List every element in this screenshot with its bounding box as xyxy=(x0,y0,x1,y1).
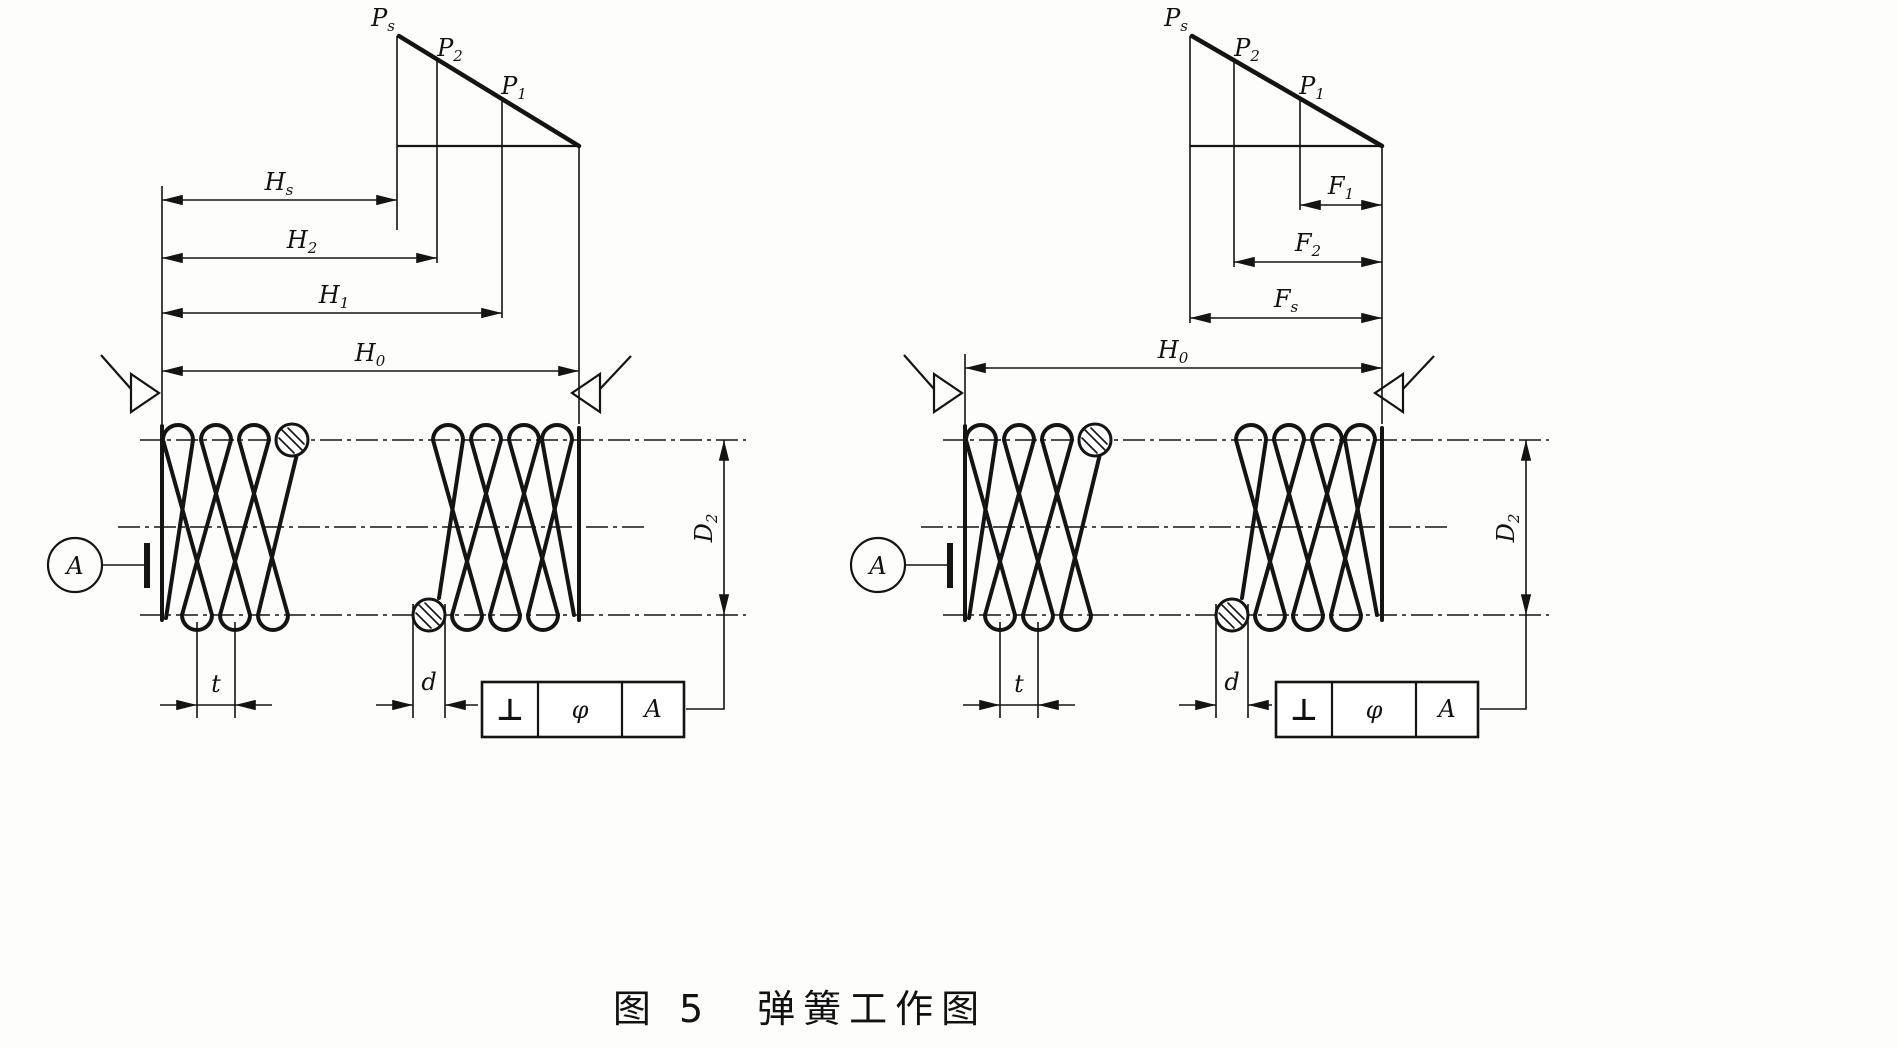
perpendicularity-icon: ⊥ xyxy=(1290,693,1317,728)
label-Ps: Ps xyxy=(1163,4,1188,35)
flag-tail-left xyxy=(100,354,132,390)
extension-lines-d xyxy=(412,604,446,718)
label-d: d xyxy=(421,668,436,696)
left-surface-flags xyxy=(100,354,632,415)
right-centerlines xyxy=(921,439,1549,616)
right-diameter-dimension: D2 xyxy=(1480,440,1532,710)
tolerance-box xyxy=(1274,680,1480,739)
label-F1: F1 xyxy=(1327,172,1354,203)
extension-lines-d xyxy=(1215,604,1249,718)
flag-tail-right xyxy=(599,355,632,390)
flag-triangle-icon xyxy=(129,371,161,415)
label-H0: H0 xyxy=(1157,336,1189,367)
datum-letter: A xyxy=(64,552,83,580)
flag-tail-right xyxy=(1402,355,1435,390)
label-P2: P2 xyxy=(436,34,463,65)
label-t: t xyxy=(1014,670,1024,698)
load-projection-lines xyxy=(396,36,580,424)
right-wire-dimension: d xyxy=(1179,604,1272,718)
left-diagram: Ps P2 P1 Hs H2 H1 H0 xyxy=(46,4,746,739)
right-deflection-dimensions: F1 F2 Fs xyxy=(1190,172,1382,324)
tolerance-leader xyxy=(686,615,725,710)
tolerance-zone: φ xyxy=(572,696,589,724)
label-Fs: Fs xyxy=(1273,285,1299,316)
label-Hs: Hs xyxy=(264,168,294,199)
left-load-diagram: Ps P2 P1 xyxy=(370,4,582,424)
datum-bar-icon xyxy=(144,543,150,588)
label-D2: D2 xyxy=(690,514,721,544)
load-line xyxy=(1189,33,1385,149)
tolerance-leader xyxy=(1480,615,1527,710)
label-t: t xyxy=(211,670,221,698)
datum-bar-icon xyxy=(947,543,953,588)
right-surface-flags xyxy=(903,354,1435,415)
left-datum-target: A xyxy=(46,536,150,594)
right-tolerance-frame: ⊥ φ A xyxy=(1274,680,1480,739)
left-tolerance-frame: ⊥ φ A xyxy=(480,680,686,739)
flag-triangle-icon xyxy=(932,371,964,415)
label-P1: P1 xyxy=(500,72,527,103)
load-line xyxy=(396,33,582,149)
left-centerlines xyxy=(118,439,746,616)
right-diagram: Ps P2 P1 F1 F2 Fs H0 xyxy=(849,4,1549,739)
label-H0: H0 xyxy=(354,339,386,370)
left-height-dimensions: Hs H2 H1 H0 xyxy=(161,168,579,424)
flag-triangle-icon xyxy=(570,371,602,415)
tolerance-box xyxy=(480,680,686,739)
tolerance-datum: A xyxy=(642,695,661,723)
figure-caption: 图 5 弹簧工作图 xyxy=(613,987,987,1031)
datum-letter: A xyxy=(867,552,886,580)
label-H2: H2 xyxy=(286,226,317,257)
left-diameter-dimension: D2 xyxy=(686,440,730,710)
label-Ps: Ps xyxy=(370,4,395,35)
flag-triangle-icon xyxy=(1373,371,1405,415)
tolerance-datum: A xyxy=(1436,695,1455,723)
label-P1: P1 xyxy=(1298,72,1325,103)
load-projection-lines xyxy=(1189,36,1383,424)
label-P2: P2 xyxy=(1233,34,1260,65)
label-F2: F2 xyxy=(1294,229,1321,260)
flag-tail-left xyxy=(903,354,935,390)
label-D2: D2 xyxy=(1492,514,1523,544)
tolerance-zone: φ xyxy=(1366,696,1383,724)
label-d: d xyxy=(1224,668,1239,696)
right-height-dimension: H0 xyxy=(964,336,1382,424)
left-wire-dimension: d xyxy=(376,604,478,718)
perpendicularity-icon: ⊥ xyxy=(496,693,523,728)
right-datum-target: A xyxy=(849,536,953,594)
left-pitch-dimension: t xyxy=(160,622,272,718)
label-H1: H1 xyxy=(318,281,349,312)
right-load-diagram: Ps P2 P1 xyxy=(1163,4,1385,424)
right-pitch-dimension: t xyxy=(963,622,1075,718)
